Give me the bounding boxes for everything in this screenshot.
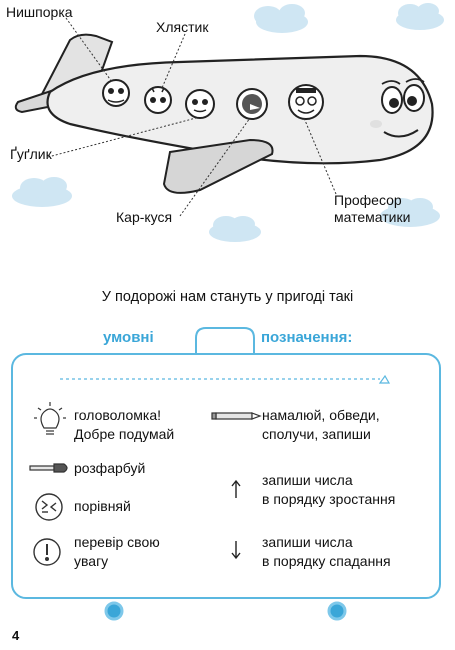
legend-item-descending-line1: запиши числа — [262, 534, 353, 550]
cloud-right — [380, 198, 440, 227]
porthole-profesor — [288, 84, 324, 120]
suitcase-handle — [195, 327, 255, 354]
legend-frame — [11, 353, 441, 599]
leader-lines — [47, 17, 337, 217]
legend-item-descending: запиши числа в порядку спадання — [262, 533, 391, 571]
label-profesor-line1: Професор — [334, 192, 402, 208]
cloud-top-center — [254, 4, 308, 33]
page-number: 4 — [12, 628, 20, 643]
airplane-face — [370, 78, 425, 138]
label-profesor-line2: математики — [334, 209, 411, 225]
cloud-top-right — [396, 3, 444, 30]
suitcase-wheel-right — [327, 601, 347, 621]
legend-item-draw-line2: сполучи, запиши — [262, 426, 371, 442]
porthole-khliastyk — [144, 86, 172, 114]
legend-item-descending-line2: в порядку спадання — [262, 553, 391, 569]
legend-item-draw: намалюй, обведи, сполучи, запиши — [262, 406, 380, 444]
intro-text: У подорожі нам стануть у пригоді такі — [101, 289, 354, 305]
arrow-up-icon — [231, 479, 241, 498]
compare-icon — [35, 493, 63, 521]
legend-item-ascending: запиши числа в порядку зростання — [262, 471, 395, 509]
arrow-down-icon — [231, 541, 241, 560]
cloud-bottom-center — [209, 216, 261, 242]
legend-item-attention-line1: перевір свою — [74, 534, 160, 550]
legend-item-attention: перевір свою увагу — [74, 533, 160, 571]
legend-item-puzzle-line2: Добре подумай — [74, 426, 175, 442]
label-khliastyk: Хлястик — [156, 19, 209, 35]
legend-title-left: умовні — [103, 329, 154, 346]
cloud-left — [12, 177, 72, 207]
airplane-wing — [162, 138, 274, 194]
suitcase-wheel-left — [104, 601, 124, 621]
label-gugllik: Ґуґлик — [10, 146, 52, 162]
porthole-nyshporka — [102, 79, 130, 107]
brush-icon — [29, 463, 68, 473]
legend-title-right: позначення: — [261, 329, 353, 346]
legend-item-ascending-line1: запиши числа — [262, 472, 353, 488]
legend-item-attention-line2: увагу — [74, 553, 109, 569]
porthole-kar-kusia — [236, 88, 268, 120]
label-profesor: Професор математики — [334, 192, 410, 226]
label-kar-kusia: Кар-куся — [116, 209, 173, 225]
lightbulb-icon — [34, 402, 66, 435]
exclamation-icon — [33, 538, 61, 566]
label-nyshporka: Нишпорка — [6, 4, 73, 20]
porthole-gugllik — [185, 89, 215, 119]
legend-item-color: розфарбуй — [74, 460, 146, 476]
legend-item-compare: порівняй — [74, 498, 131, 514]
legend-item-puzzle-line1: головоломка! — [74, 407, 161, 423]
legend-item-draw-line1: намалюй, обведи, — [262, 407, 380, 423]
pencil-icon — [211, 412, 262, 420]
legend-item-ascending-line2: в порядку зростання — [262, 491, 396, 507]
legend-item-puzzle: головоломка! Добре подумай — [74, 406, 174, 444]
